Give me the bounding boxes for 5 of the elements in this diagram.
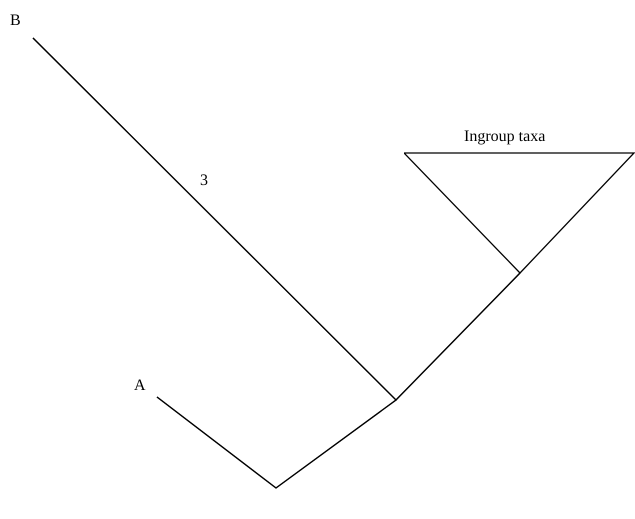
tree-branch	[32, 38, 520, 401]
taxon-label: B	[10, 12, 26, 30]
clade-label: Ingroup taxa	[464, 128, 546, 146]
clade-triangle	[404, 128, 635, 274]
taxon-label: A	[134, 377, 150, 395]
